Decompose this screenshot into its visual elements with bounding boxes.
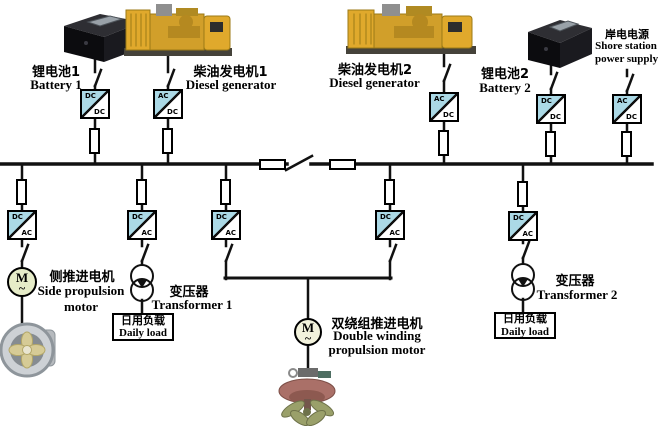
side-propulsion-label-zh: 侧推进电机 — [49, 270, 115, 285]
diesel1-label-en: Diesel generator — [185, 77, 277, 92]
converter-top-label: DC — [132, 213, 143, 221]
fuse-double-winding-right — [384, 179, 395, 205]
converter-bottom-label: AC — [389, 229, 400, 237]
battery1-label-zh: 锂电池1 — [31, 65, 81, 80]
converter-bottom-label: DC — [94, 108, 105, 116]
bus-tie-switch — [284, 154, 314, 172]
motor-letter: M — [15, 269, 29, 285]
fuse-diesel1 — [162, 128, 173, 154]
daily-load-zh: 日用负载 — [121, 313, 165, 327]
transformer2-label-zh: 变压器 — [555, 274, 595, 289]
battery2-image — [528, 20, 592, 68]
transformer1-symbol — [130, 264, 154, 302]
diesel2-label-en: Diesel generator — [329, 75, 420, 90]
double-winding-join-wire — [223, 276, 393, 374]
daily-load-zh: 日用负载 — [503, 312, 547, 326]
battery2-label-en: Battery 2 — [479, 80, 531, 95]
converter-bottom-label: AC — [225, 229, 236, 237]
converter-bottom-label: AC — [141, 229, 152, 237]
transformer1-label-zh: 变压器 — [169, 285, 209, 300]
bus-tie-fuse-left — [259, 159, 286, 170]
converter-double-winding-right: DC AC — [375, 210, 405, 240]
fuse-diesel2 — [438, 130, 449, 156]
side-thruster-image — [0, 322, 56, 378]
diesel2-label-zh: 柴油发电机2 — [337, 63, 413, 78]
fuse-shore — [621, 131, 632, 157]
converter-top-label: DC — [216, 213, 227, 221]
azimuth-propeller-image — [278, 368, 336, 426]
transformer1-label-en: Transformer 1 — [151, 297, 233, 312]
converter-double-winding-left: DC AC — [211, 210, 241, 240]
double-winding-label-en1: Double winding — [333, 328, 421, 343]
shore-label-en1: Shore station — [595, 40, 657, 52]
fuse-battery1 — [89, 128, 100, 154]
converter-top-label: DC — [380, 213, 391, 221]
double-winding-label-zh: 双绕组推进电机 — [331, 317, 423, 332]
shore-label-zh: 岸电电源 — [605, 28, 649, 41]
diesel1-label-zh: 柴油发电机1 — [193, 65, 268, 80]
side-propulsion-label-en1: Side propulsion — [37, 283, 125, 298]
daily-load-box-2: 日用负载 Daily load — [494, 312, 556, 339]
converter-diesel2: AC DC — [429, 92, 459, 122]
converter-bottom-label: DC — [443, 111, 454, 119]
fuse-transformer1 — [136, 179, 147, 205]
double-winding-label-en2: propulsion motor — [328, 342, 426, 357]
converter-bottom-label: DC — [167, 108, 178, 116]
converter-bottom-label: DC — [550, 113, 561, 121]
converter-diesel1: AC DC — [153, 89, 183, 119]
daily-load-en: Daily load — [501, 325, 549, 338]
diesel-generator2-image — [346, 4, 476, 54]
converter-top-label: DC — [541, 97, 552, 105]
converter-top-label: DC — [513, 214, 524, 222]
converter-battery2: DC DC — [536, 94, 566, 124]
converter-transformer2: DC AC — [508, 211, 538, 241]
converter-battery1: DC DC — [80, 89, 110, 119]
shore-label-en2: power supply — [595, 53, 658, 65]
converter-top-label: DC — [85, 92, 96, 100]
converter-side-propulsion: DC AC — [7, 210, 37, 240]
transformer2-label-en: Transformer 2 — [536, 287, 618, 302]
battery1-label-en: Battery 1 — [30, 77, 82, 92]
converter-top-label: DC — [12, 213, 23, 221]
battery2-label-zh: 锂电池2 — [480, 67, 530, 82]
transformer2-symbol — [511, 263, 535, 301]
motor-wave: ~ — [304, 330, 312, 345]
fuse-transformer2 — [517, 181, 528, 207]
fuse-side-propulsion — [16, 179, 27, 205]
side-propulsion-motor-symbol: M ~ — [7, 267, 37, 297]
diesel-generator1-image — [124, 4, 232, 56]
motor-letter: M — [301, 319, 315, 335]
motor-wave: ~ — [18, 280, 26, 295]
side-propulsion-label-en2: motor — [64, 299, 98, 314]
converter-top-label: AC — [434, 95, 445, 103]
converter-shore: AC DC — [612, 94, 642, 124]
fuse-battery2 — [545, 131, 556, 157]
bus-tie-fuse-right — [329, 159, 356, 170]
converter-top-label: AC — [158, 92, 169, 100]
converter-bottom-label: AC — [522, 230, 533, 238]
daily-load-box-1: 日用负载 Daily load — [112, 313, 174, 341]
converter-top-label: AC — [617, 97, 628, 105]
converter-bottom-label: AC — [21, 229, 32, 237]
daily-load-en: Daily load — [119, 327, 167, 339]
converter-bottom-label: DC — [626, 113, 637, 121]
converter-transformer1: DC AC — [127, 210, 157, 240]
double-winding-motor-symbol: M ~ — [294, 318, 322, 346]
fuse-double-winding-left — [220, 179, 231, 205]
